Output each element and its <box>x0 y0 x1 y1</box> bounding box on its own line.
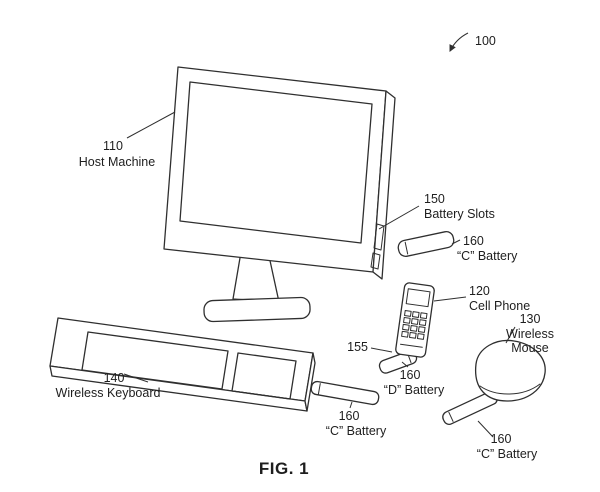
leader-160-mouse <box>477 420 494 438</box>
arrow-100 <box>449 32 469 52</box>
battery-slots <box>370 223 385 270</box>
label-160-keyboard-text: “C” Battery <box>326 424 387 438</box>
keyboard-battery-cap <box>317 383 321 395</box>
mouse-body <box>475 339 546 402</box>
monitor-stand <box>203 251 311 323</box>
label-110-number: 110 <box>103 139 123 153</box>
label-160-keyboard-number: 160 <box>339 409 360 423</box>
wireless-keyboard <box>49 317 316 412</box>
mouse-battery-cap <box>448 411 454 422</box>
phone-body <box>395 282 435 358</box>
leader-155 <box>370 347 393 353</box>
label-140-text: Wireless Keyboard <box>56 386 161 400</box>
phone-keypad <box>401 310 428 340</box>
label-160-d-number: 160 <box>400 368 421 382</box>
leader-160-keyboard <box>349 401 353 409</box>
label-160-mouse-text: “C” Battery <box>477 447 538 461</box>
figure-caption: FIG. 1 <box>259 459 309 478</box>
label-120-text: Cell Phone <box>469 299 530 313</box>
keyboard-right-face <box>304 352 316 412</box>
keyboard-key-area <box>81 331 229 390</box>
cell-phone <box>395 282 435 358</box>
leader-130 <box>505 326 516 344</box>
label-150-text: Battery Slots <box>424 207 495 221</box>
label-100: 100 <box>475 34 496 48</box>
label-140-number: 140 <box>104 371 125 385</box>
keyboard-battery <box>310 380 380 406</box>
keyboard-battery-body <box>310 380 380 406</box>
label-120-number: 120 <box>469 284 490 298</box>
wireless-mouse <box>475 339 546 402</box>
leader-110 <box>126 111 176 139</box>
label-150-number: 150 <box>424 192 445 206</box>
label-155: 155 <box>347 340 368 354</box>
monitor-side-face <box>372 90 396 280</box>
monitor-screen <box>179 81 373 244</box>
keyboard-side-module <box>231 352 297 400</box>
leader-140 <box>123 373 149 383</box>
leader-120 <box>433 296 467 302</box>
label-160-slot-text: “C” Battery <box>457 249 518 263</box>
label-160-mouse-number: 160 <box>491 432 512 446</box>
label-130-text-1: Wireless <box>506 327 554 341</box>
stand-base <box>203 296 311 323</box>
leader-160-slot <box>451 239 461 245</box>
leader-160-d <box>401 361 409 368</box>
leader-lines <box>123 32 516 438</box>
phone-screen <box>405 288 431 308</box>
battery-slot-2 <box>370 252 381 270</box>
monitor-front-face <box>163 66 387 273</box>
c-battery-slot-body <box>397 231 455 257</box>
phone-battery-door <box>399 343 423 348</box>
label-110-text: Host Machine <box>79 155 155 169</box>
c-battery-slot <box>397 231 455 257</box>
c-battery-slot-cap <box>404 241 409 255</box>
labels: 100 110 Host Machine 150 Battery Slots 1… <box>56 34 554 478</box>
battery-slot-1 <box>373 223 385 251</box>
mouse-split-line <box>479 383 541 395</box>
leader-150 <box>378 205 420 230</box>
label-160-d-text: “D” Battery <box>384 383 445 397</box>
label-130-number: 130 <box>520 312 541 326</box>
host-machine <box>163 66 396 280</box>
label-130-text-2: Mouse <box>511 341 549 355</box>
label-160-slot-number: 160 <box>463 234 484 248</box>
